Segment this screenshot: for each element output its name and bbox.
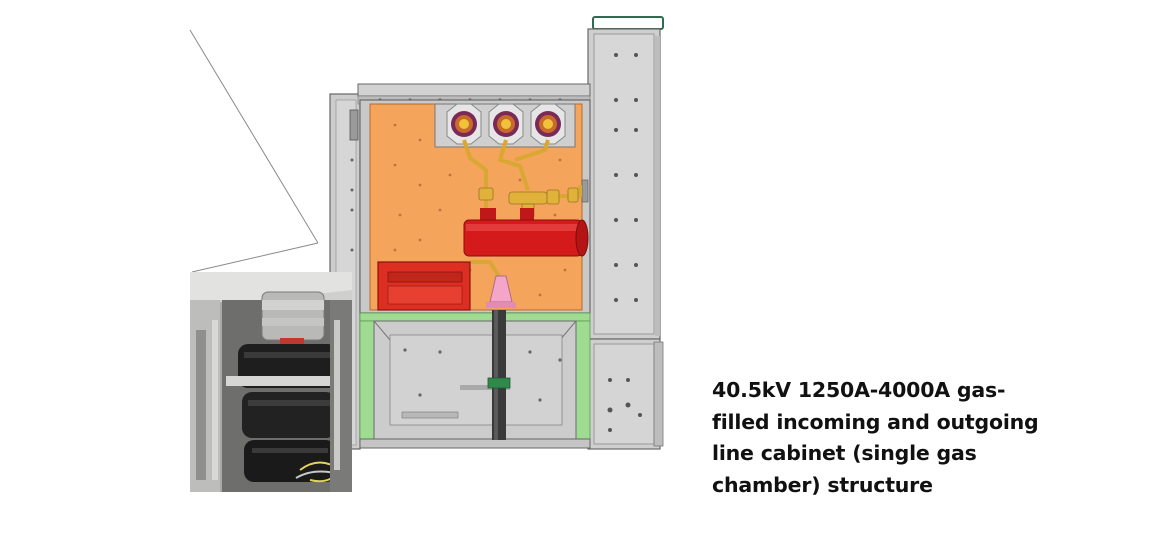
equipment-photo-inset <box>190 272 352 492</box>
callout-lines <box>189 29 319 273</box>
circuit-breaker-box <box>377 261 471 311</box>
bushing-3 <box>530 103 566 145</box>
caption-line-2: filled incoming and outgoing <box>712 409 1039 434</box>
caption-line-1: 40.5kV 1250A-4000A gas- <box>712 378 1006 402</box>
caption-line-3: line cabinet (single gas <box>712 441 977 465</box>
insulator-cone <box>486 275 516 308</box>
side-column <box>587 16 664 450</box>
figure-caption: 40.5kV 1250A-4000A gas- filled incoming … <box>712 375 1072 501</box>
lower-compartment <box>359 310 591 449</box>
bushing-plate <box>434 103 576 148</box>
bushing-2 <box>488 103 524 145</box>
main-busbar <box>463 208 589 257</box>
caption-line-4: chamber) structure <box>712 472 933 497</box>
bushing-1 <box>446 103 482 145</box>
